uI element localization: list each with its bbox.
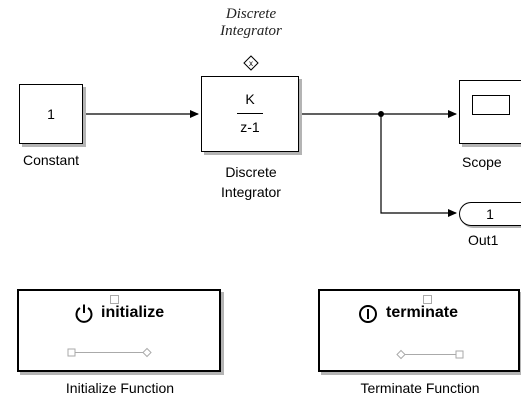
svg-text:x: x (249, 59, 253, 68)
port-stub-top (423, 295, 432, 304)
terminate-connector (396, 348, 466, 360)
scope-screen-icon (472, 95, 510, 115)
integrator-label-line1: Discrete (225, 164, 277, 180)
integrator-title-line2: Integrator (220, 23, 282, 39)
state-port-icon[interactable]: x (243, 55, 259, 71)
initialize-title: initialize (101, 304, 165, 321)
integrator-label-line2: Integrator (221, 184, 281, 200)
terminate-icon (358, 304, 378, 324)
terminate-function-block[interactable]: terminate (318, 289, 520, 372)
power-icon (74, 303, 94, 323)
scope-label: Scope (462, 154, 502, 170)
initialize-function-block[interactable]: initialize (17, 289, 221, 372)
terminate-title: terminate (386, 304, 459, 321)
discrete-integrator-block[interactable]: K z-1 (201, 76, 299, 152)
port-stub-top (110, 295, 119, 304)
integrator-numerator: K (245, 91, 255, 107)
integrator-title-line1: Discrete (225, 6, 277, 22)
out1-label: Out1 (468, 232, 499, 248)
constant-block[interactable]: 1 (19, 84, 83, 144)
signal-line-to-out1[interactable] (380, 114, 457, 217)
constant-label: Constant (22, 152, 80, 168)
initialize-function-label: Initialize Function (65, 380, 175, 396)
fraction-bar (237, 113, 263, 114)
out1-port-block[interactable]: 1 (459, 202, 521, 226)
initialize-connector (67, 346, 157, 358)
terminate-function-label: Terminate Function (360, 380, 480, 396)
out1-port-number: 1 (486, 206, 494, 222)
integrator-denominator: z-1 (240, 119, 260, 135)
integrator-label: Discrete Integrator (190, 162, 312, 202)
scope-block[interactable] (459, 80, 521, 144)
branch-point (378, 111, 384, 117)
constant-value: 1 (47, 106, 55, 122)
integrator-title: Discrete Integrator (190, 6, 312, 40)
